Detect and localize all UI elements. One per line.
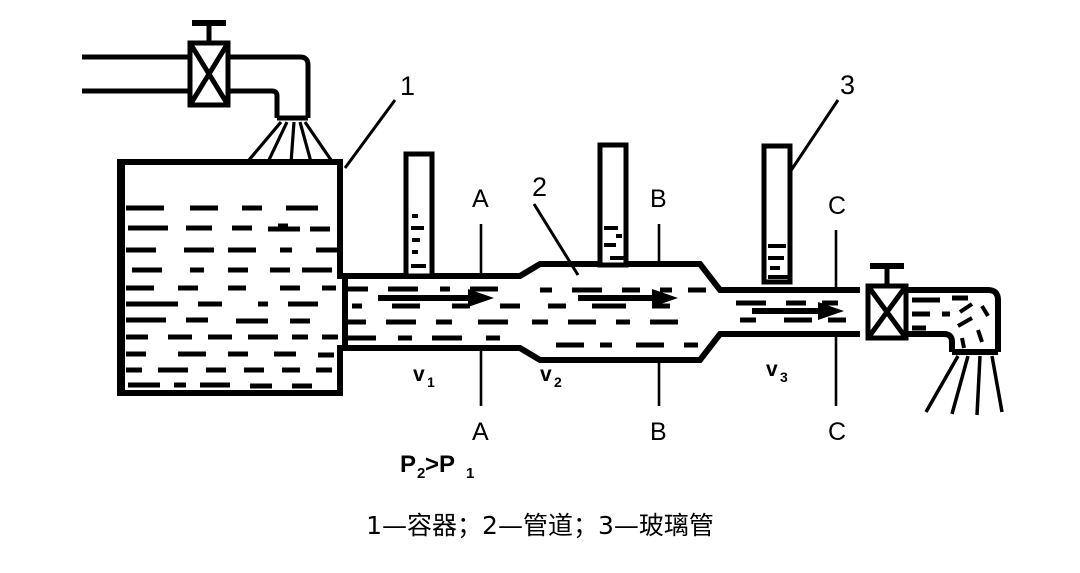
glass-tube-2-water: [604, 226, 624, 260]
glass-tube-3: [761, 143, 793, 285]
spray-line-4: [298, 121, 313, 163]
section-a-lower-label: A: [472, 418, 489, 446]
flow-arrow-1: [378, 289, 494, 307]
spray-line-2: [266, 121, 289, 163]
inlet-elbow-inner: [268, 88, 280, 118]
section-b-lower-label: B: [650, 418, 667, 446]
callout-3: 3: [788, 70, 855, 173]
section-a-upper-label: A: [472, 185, 489, 213]
section-c-lower-label: C: [828, 418, 846, 446]
glass-tube-1-body: [403, 151, 435, 279]
outlet-water-pattern: [912, 295, 990, 349]
formula-subscript-2: 2: [417, 465, 425, 482]
outlet-elbow: [906, 287, 1001, 355]
formula-p2: P: [400, 451, 416, 478]
glass-tube-3-body: [761, 143, 793, 285]
outlet-elbow-outer: [906, 287, 1001, 352]
formula-subscript-1: 1: [466, 465, 474, 482]
spray-line-5: [303, 121, 333, 161]
velocity-label-1: v 1: [413, 363, 435, 390]
inlet-spray: [247, 120, 333, 164]
spray-line-3: [289, 121, 296, 164]
outlet-elbow-inner: [906, 331, 955, 352]
flow-arrows: [378, 289, 844, 320]
callout-2-leader: [532, 203, 580, 276]
flow-arrow-3: [752, 302, 844, 320]
velocity-3-subscript: 3: [780, 369, 788, 385]
velocity-label-3: v 3: [766, 358, 788, 385]
formula-gt-p: >P: [425, 451, 455, 478]
glass-tube-1-water: [411, 214, 426, 268]
inlet-elbow-nozzle: [268, 54, 311, 121]
inlet-valve[interactable]: [187, 20, 231, 108]
figure-caption: 1—容器；2—管道；3—玻璃管: [366, 511, 714, 540]
velocity-1-subscript: 1: [427, 374, 435, 390]
velocity-2-subscript: 2: [554, 374, 562, 390]
spray-line-1: [247, 120, 283, 162]
velocity-1-symbol: v: [413, 363, 425, 386]
glass-tube-3-water: [768, 244, 788, 279]
glass-tube-2: [597, 142, 629, 268]
callout-1-label: 1: [400, 71, 415, 101]
container-outline: [117, 159, 348, 396]
section-marker-a: A A: [472, 185, 489, 446]
pipe-water-pattern: [344, 286, 846, 348]
outlet-spray: [924, 355, 1004, 416]
callout-1-leader: [343, 99, 397, 169]
flow-arrow-2: [578, 289, 678, 307]
velocity-3-symbol: v: [766, 358, 778, 381]
velocity-2-symbol: v: [540, 363, 552, 386]
inlet-pipe-assembly: [82, 54, 285, 94]
callout-1: 1: [343, 71, 415, 169]
container-water-pattern: [126, 205, 338, 389]
callout-2-label: 2: [532, 172, 547, 202]
section-marker-b: B B: [650, 185, 667, 446]
velocity-label-2: v 2: [540, 363, 562, 390]
section-c-upper-label: C: [828, 192, 846, 220]
pressure-formula: P 2 >P 1: [400, 451, 474, 482]
callout-2: 2: [532, 172, 580, 276]
inlet-valve-x-icon: [187, 41, 231, 107]
inlet-elbow-outer: [285, 54, 311, 118]
outlet-valve[interactable]: [865, 263, 909, 341]
section-marker-c: C C: [828, 192, 846, 446]
section-b-upper-label: B: [650, 185, 667, 213]
outlet-valve-x-icon: [865, 284, 909, 340]
pipe-bottom-wall: [340, 331, 860, 363]
glass-tube-1: [403, 151, 435, 279]
callout-3-leader: [788, 99, 840, 173]
callout-3-label: 3: [840, 70, 855, 100]
container-tank: [117, 159, 348, 396]
